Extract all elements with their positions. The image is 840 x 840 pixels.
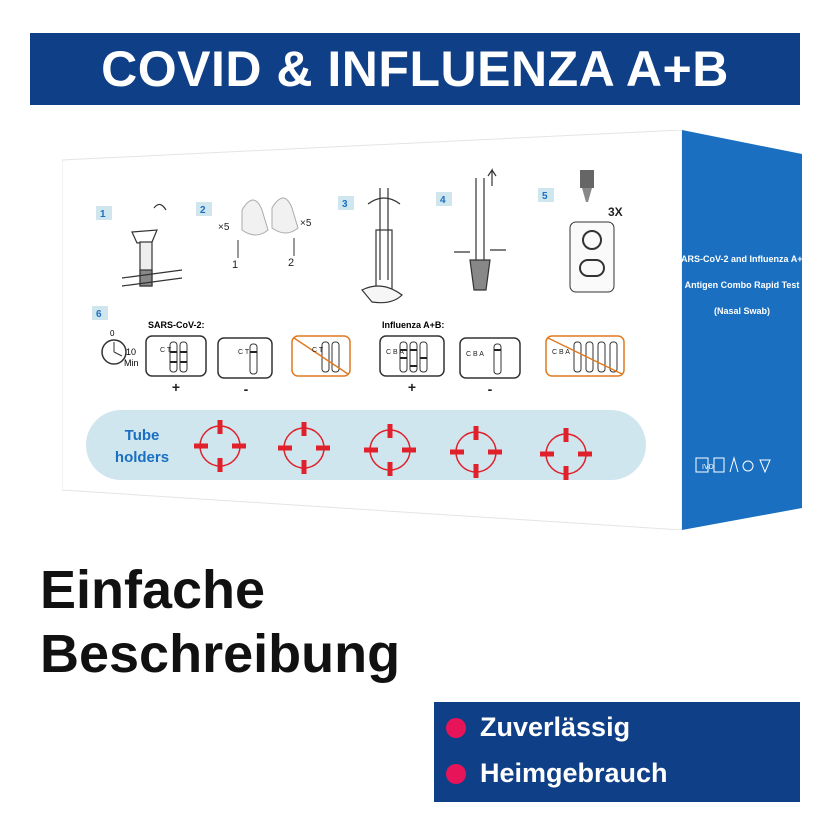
step-5-drops: 3X [608, 205, 623, 219]
sars-label: SARS-CoV-2: [148, 320, 205, 330]
side-text-1: SARS-CoV-2 and Influenza A+B [675, 254, 809, 264]
timer-zero: 0 [110, 329, 115, 338]
step-2-count-right: ×5 [300, 218, 312, 229]
step-5-tag: 5 [542, 191, 548, 202]
step-2-count-left: ×5 [218, 222, 230, 233]
step-6-tag: 6 [96, 309, 102, 320]
headline: Einfache Beschreibung [40, 558, 400, 686]
tube-holders-label-2: holders [115, 449, 169, 466]
step-2-label-right: 2 [288, 257, 294, 269]
timer-value: 10 [126, 347, 136, 357]
flu-inv-cba: C B A [552, 349, 570, 356]
step-1-illustration [121, 203, 183, 287]
sars-plus-sign: + [172, 379, 180, 395]
step-2-illustration: ×5 ×5 1 2 [218, 197, 312, 271]
timer-unit: Min [124, 358, 139, 368]
sars-negative-panel [217, 337, 273, 379]
sars-neg-ct: C T [238, 349, 250, 356]
step-4-illustration [454, 168, 506, 291]
step-5-illustration: 3X [569, 170, 623, 293]
tube-holder-2 [278, 422, 330, 474]
tube-holder-1 [194, 420, 246, 472]
sars-positive-panel [145, 335, 207, 377]
ivd-icon: IVD [702, 464, 714, 471]
timer-illustration: 0 10 Min [101, 329, 139, 368]
flu-label: Influenza A+B: [382, 320, 444, 330]
tube-holders-band [86, 410, 646, 480]
flu-minus-sign: - [488, 381, 493, 397]
feature-label: Heimgebrauch [480, 758, 668, 788]
tube-holders-label-1: Tube [125, 427, 160, 444]
step-1-tag: 1 [100, 209, 106, 220]
sars-minus-sign: - [244, 381, 249, 397]
sars-inv-ct: C T [312, 347, 324, 354]
sars-pos-ct: C T [160, 347, 172, 354]
product-box-illustration: SARS-CoV-2 and Influenza A+B Antigen Com… [62, 130, 809, 530]
tube-holder-3 [364, 424, 416, 476]
step-3-tag: 3 [342, 199, 348, 210]
headline-line-1: Einfache [40, 560, 266, 620]
tube-holder-5 [540, 428, 592, 480]
features-box: Zuverlässig Heimgebrauch [434, 702, 800, 802]
flu-positive-panel [379, 335, 445, 377]
bullet-dot-icon [446, 763, 466, 784]
step-3-illustration [361, 188, 403, 304]
step-2-label-left: 1 [232, 259, 238, 271]
banner-title: COVID & INFLUENZA A+B [101, 41, 729, 97]
side-text-2: Antigen Combo Rapid Test [685, 280, 800, 290]
product-box: SARS-CoV-2 and Influenza A+B Antigen Com… [62, 130, 822, 530]
flu-pos-cba: C B A [386, 349, 404, 356]
feature-item: Heimgebrauch [446, 758, 668, 789]
bullet-dot-icon [446, 717, 466, 738]
title-banner: COVID & INFLUENZA A+B [30, 33, 800, 105]
box-side-panel [682, 130, 802, 530]
feature-item: Zuverlässig [446, 712, 630, 743]
flu-neg-cba: C B A [466, 351, 484, 358]
step-4-tag: 4 [440, 195, 446, 206]
flu-plus-sign: + [408, 379, 416, 395]
feature-label: Zuverlässig [480, 712, 631, 742]
tube-holder-4 [450, 426, 502, 478]
flu-negative-panel [459, 337, 521, 379]
headline-line-2: Beschreibung [40, 624, 401, 684]
side-text-3: (Nasal Swab) [714, 306, 770, 316]
step-2-tag: 2 [200, 205, 206, 216]
